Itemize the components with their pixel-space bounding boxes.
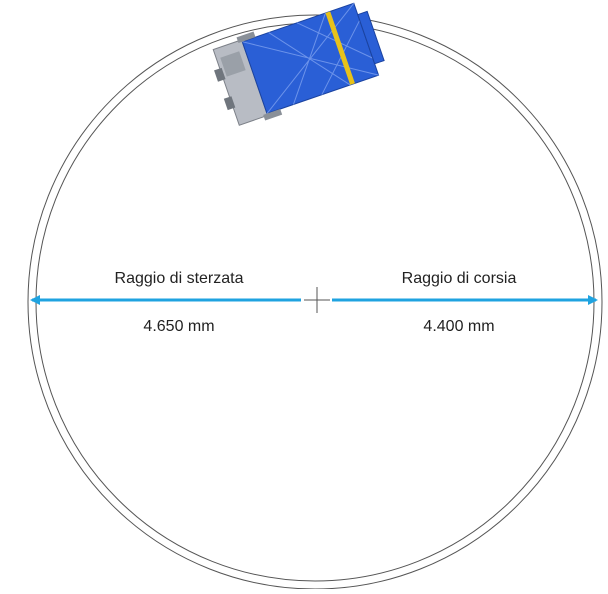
steering-radius-label: Raggio di sterzata [114,270,244,287]
inner-circle [35,22,595,582]
lane-radius-label: Raggio di corsia [401,270,517,287]
lane-radius-value: 4.400 mm [423,318,495,335]
machine-top-view-icon [212,2,385,126]
steering-radius-value: 4.650 mm [143,318,215,335]
outer-circle [27,14,603,590]
center-cross-icon [304,287,330,313]
